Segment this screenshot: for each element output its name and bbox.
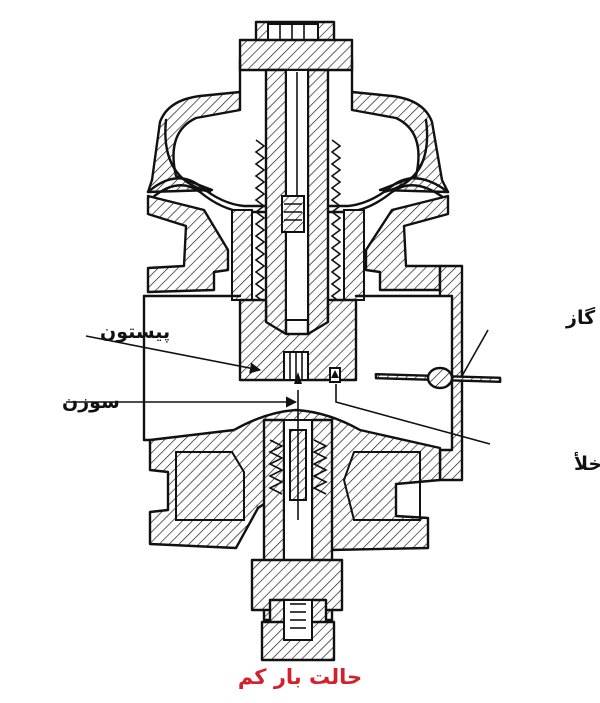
piston-label: پیستون bbox=[100, 321, 170, 343]
vacuum-passage-label: مجرای خلأ bbox=[574, 452, 600, 475]
vacuum-leader bbox=[335, 384, 491, 445]
piston bbox=[238, 68, 358, 383]
spring-left bbox=[254, 139, 266, 303]
top-cap bbox=[238, 20, 354, 72]
needle-label: سوزن bbox=[62, 391, 120, 413]
spring-right bbox=[330, 139, 342, 303]
piston-leader bbox=[85, 335, 262, 374]
throttle-valve-label: دریچه گاز bbox=[565, 306, 600, 329]
piston-sleeve bbox=[231, 139, 365, 303]
bottom-fitting bbox=[250, 558, 344, 662]
middle-body bbox=[146, 194, 450, 294]
upper-housing bbox=[146, 58, 450, 194]
caption: حالت بار کم bbox=[238, 665, 362, 689]
leader-lines bbox=[66, 329, 491, 445]
throttle-valve bbox=[374, 366, 502, 390]
throttle-leader bbox=[461, 329, 489, 377]
